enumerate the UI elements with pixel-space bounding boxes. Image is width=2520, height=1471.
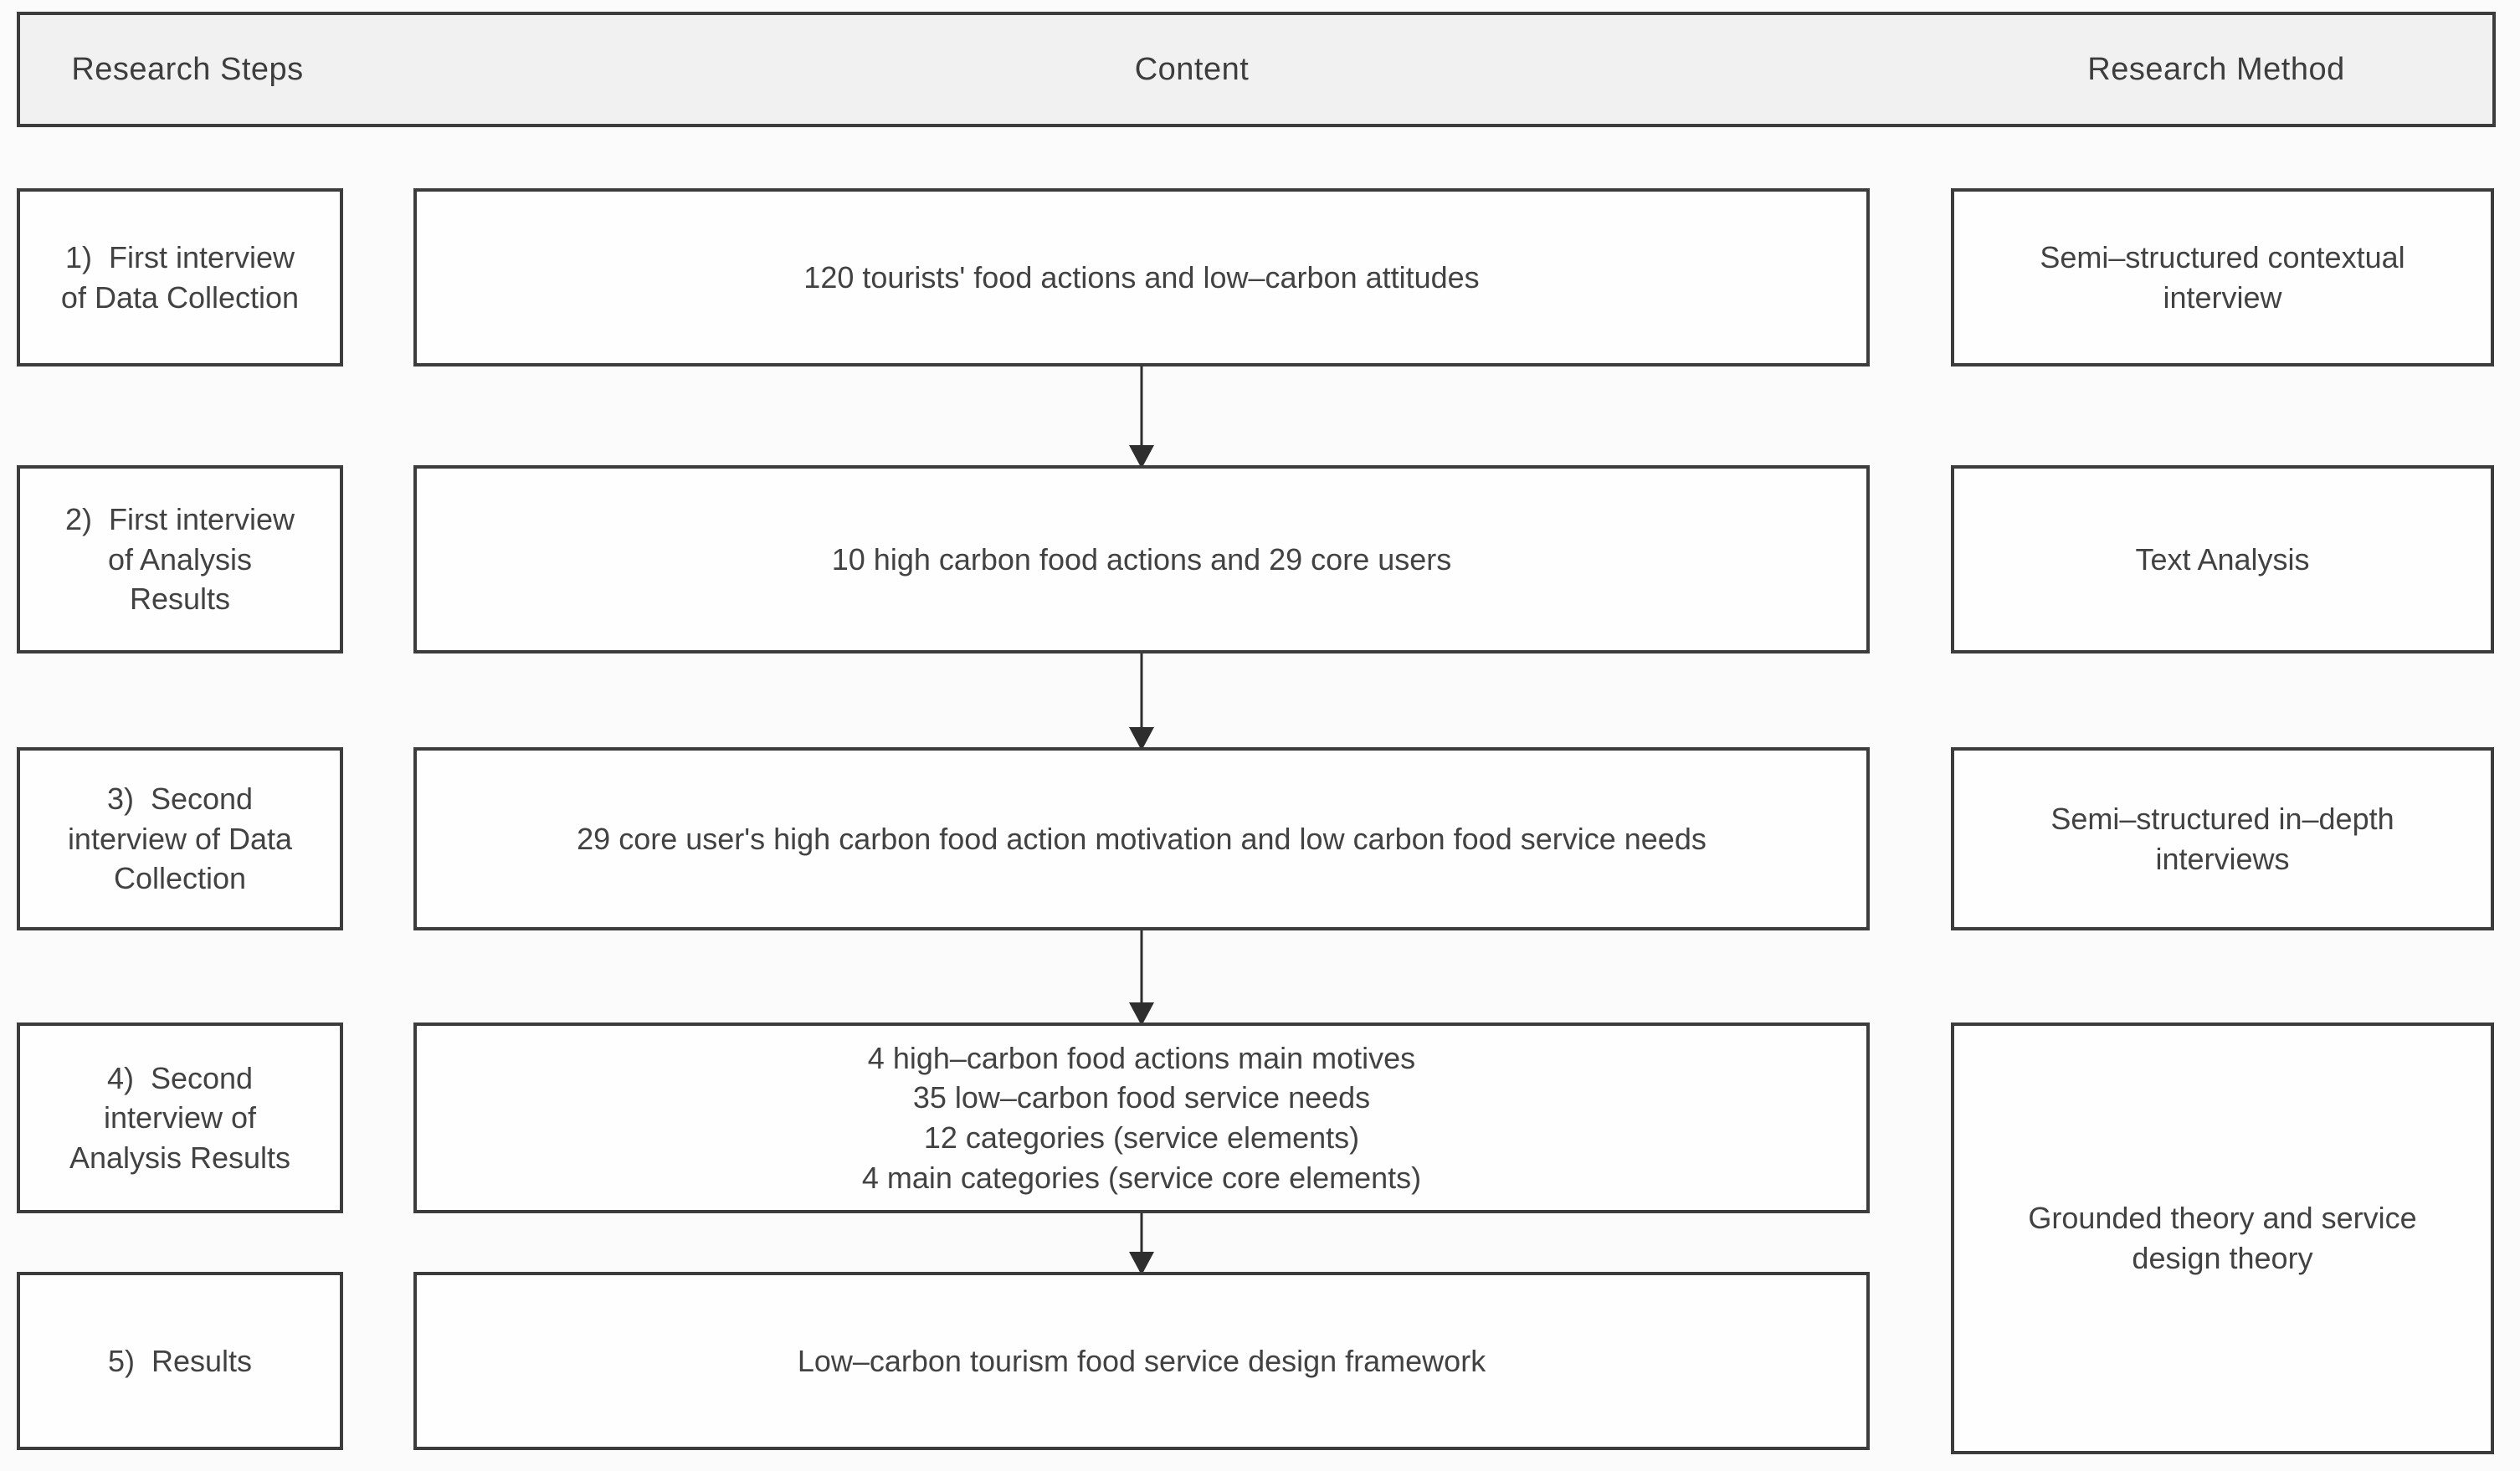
content-box-2: 10 high carbon food actions and 29 core … bbox=[413, 465, 1870, 653]
arrow-head bbox=[1129, 727, 1154, 751]
arrow-head bbox=[1129, 1002, 1154, 1026]
down-arrow-icon-3 bbox=[1129, 930, 1154, 1026]
arrow-line bbox=[1140, 366, 1143, 448]
arrow-head bbox=[1129, 1252, 1154, 1275]
step-box-2: 2) First interview of Analysis Results bbox=[17, 465, 343, 653]
down-arrow-icon-4 bbox=[1129, 1213, 1154, 1275]
method-box-2: Text Analysis bbox=[1951, 465, 2494, 653]
method-box-3-label: Semi–structured in–depth interviews bbox=[2050, 801, 2394, 876]
step-box-1: 1) First interview of Data Collection bbox=[17, 188, 343, 366]
down-arrow-icon-1 bbox=[1129, 366, 1154, 469]
header-bar: Research Steps Content Research Method bbox=[17, 12, 2496, 127]
down-arrow-icon-2 bbox=[1129, 653, 1154, 751]
content-box-5: Low–carbon tourism food service design f… bbox=[413, 1272, 1870, 1450]
step-box-4: 4) Second interview of Analysis Results bbox=[17, 1023, 343, 1213]
arrow-line bbox=[1140, 653, 1143, 730]
content-box-1: 120 tourists' food actions and low–carbo… bbox=[413, 188, 1870, 366]
method-box-1: Semi–structured contextual interview bbox=[1951, 188, 2494, 366]
step-box-5-label: 5) Results bbox=[107, 1343, 253, 1378]
content-box-3-label: 29 core user's high carbon food action m… bbox=[577, 821, 1707, 856]
arrow-head bbox=[1129, 445, 1154, 469]
method-box-1-label: Semi–structured contextual interview bbox=[2040, 239, 2405, 315]
step-box-1-label: 1) First interview of Data Collection bbox=[60, 239, 300, 315]
method-box-2-label: Text Analysis bbox=[2135, 541, 2310, 577]
step-box-2-label: 2) First interview of Analysis Results bbox=[64, 502, 295, 617]
content-box-1-label: 120 tourists' food actions and low–carbo… bbox=[803, 259, 1480, 295]
content-box-3: 29 core user's high carbon food action m… bbox=[413, 747, 1870, 930]
step-box-3: 3) Second interview of Data Collection bbox=[17, 747, 343, 930]
method-box-3: Semi–structured in–depth interviews bbox=[1951, 747, 2494, 930]
header-label-research-method: Research Method bbox=[2087, 51, 2345, 87]
header-label-research-steps: Research Steps bbox=[71, 51, 304, 87]
arrow-line bbox=[1140, 930, 1143, 1006]
arrow-line bbox=[1140, 1213, 1143, 1255]
method-box-4-5: Grounded theory and service design theor… bbox=[1951, 1023, 2494, 1454]
method-box-4-5-label: Grounded theory and service design theor… bbox=[2028, 1201, 2417, 1275]
step-box-3-label: 3) Second interview of Data Collection bbox=[67, 782, 293, 896]
header-label-content: Content bbox=[1134, 51, 1250, 87]
content-box-4-label: 4 high–carbon food actions main motives … bbox=[861, 1040, 1422, 1195]
content-box-4: 4 high–carbon food actions main motives … bbox=[413, 1023, 1870, 1213]
content-box-2-label: 10 high carbon food actions and 29 core … bbox=[831, 541, 1452, 577]
step-box-5: 5) Results bbox=[17, 1272, 343, 1450]
step-box-4-label: 4) Second interview of Analysis Results bbox=[69, 1060, 291, 1175]
content-box-5-label: Low–carbon tourism food service design f… bbox=[797, 1343, 1486, 1378]
